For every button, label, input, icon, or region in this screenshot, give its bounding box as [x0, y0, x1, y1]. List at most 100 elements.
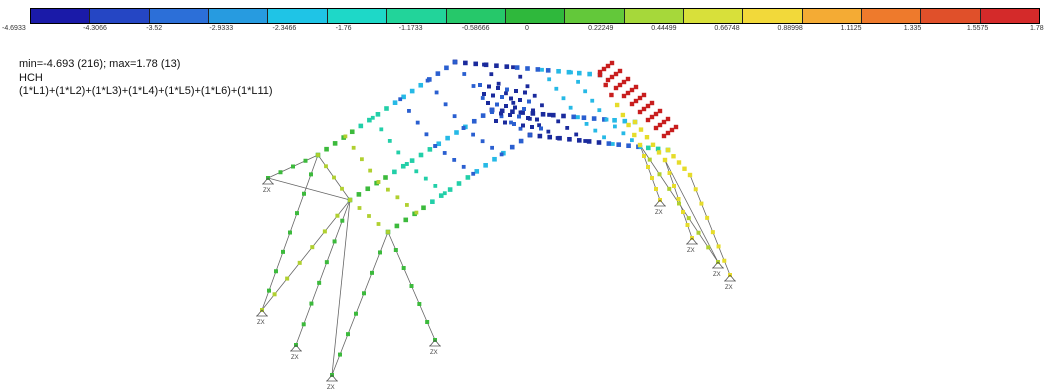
result-node: [716, 244, 721, 249]
result-node: [614, 102, 620, 108]
result-node: [496, 81, 501, 86]
result-node: [584, 122, 589, 126]
result-node: [528, 133, 532, 137]
legend-swatch: [268, 9, 328, 23]
result-node: [285, 276, 290, 281]
result-node: [480, 113, 486, 118]
legend-tick-label: -2.9333: [209, 25, 234, 32]
result-node: [606, 141, 612, 146]
result-node: [625, 76, 631, 82]
support-marker: [712, 261, 724, 269]
color-legend-bar: [30, 8, 1040, 24]
result-node: [661, 119, 667, 125]
result-node: [367, 214, 371, 218]
result-node: [393, 248, 398, 252]
legend-tick-label: 0.22249: [588, 25, 614, 32]
result-node: [332, 175, 336, 180]
legend-tick-label: -4.3066: [83, 25, 107, 32]
result-node: [645, 117, 651, 123]
result-node: [400, 163, 406, 169]
result-node: [492, 156, 497, 162]
result-node: [418, 152, 424, 158]
result-node: [392, 169, 397, 175]
result-node: [633, 84, 639, 90]
legend-tick-label: -1.1733: [398, 25, 423, 32]
result-node: [547, 134, 553, 140]
result-node: [637, 95, 643, 101]
result-node: [665, 116, 671, 122]
result-node: [511, 65, 515, 70]
result-node: [303, 158, 308, 163]
result-node: [574, 132, 579, 137]
result-node: [557, 135, 562, 141]
result-node: [447, 187, 453, 192]
result-node: [621, 93, 627, 99]
result-node: [443, 102, 448, 107]
result-node: [672, 184, 676, 188]
legend-swatch: [149, 9, 210, 23]
support-label: ZX: [687, 248, 695, 254]
result-node: [471, 132, 475, 137]
result-node: [604, 117, 609, 122]
result-node: [317, 280, 322, 285]
result-node: [503, 120, 507, 125]
result-node: [535, 117, 539, 122]
result-node: [657, 172, 662, 177]
result-node: [661, 133, 667, 139]
result-node: [593, 128, 598, 133]
result-node: [376, 180, 381, 184]
result-node: [494, 119, 498, 123]
result-node: [545, 68, 551, 73]
result-node: [499, 111, 503, 116]
result-node: [518, 74, 523, 79]
result-node: [471, 171, 476, 176]
result-node: [445, 135, 450, 141]
result-node: [421, 205, 426, 211]
result-node: [655, 146, 661, 152]
result-node: [434, 90, 439, 95]
legend-tick-label: -2.3466: [272, 25, 297, 32]
result-node: [535, 67, 541, 72]
result-node: [601, 66, 607, 72]
result-node: [505, 87, 509, 92]
result-node: [621, 131, 626, 136]
result-node: [547, 77, 552, 82]
loadcase-text: HCH: [19, 71, 43, 84]
result-node: [309, 172, 313, 177]
legend-tick-label: 1.1125: [840, 25, 862, 32]
result-node: [532, 93, 537, 98]
result-node: [667, 186, 672, 191]
result-node: [461, 126, 466, 130]
result-node: [508, 113, 512, 117]
result-node: [309, 301, 314, 306]
legend-swatch: [802, 9, 863, 23]
result-node: [662, 157, 668, 163]
result-node: [409, 88, 415, 94]
result-node: [576, 138, 582, 143]
result-node: [332, 239, 337, 244]
result-node: [550, 112, 556, 118]
minmax-text: min=-4.693 (216); max=1.78 (13): [19, 58, 181, 70]
result-node: [483, 62, 489, 68]
result-node: [504, 64, 510, 69]
result-node: [622, 118, 628, 124]
result-node: [530, 125, 534, 129]
result-node: [357, 206, 362, 210]
result-node: [539, 126, 543, 131]
result-node: [495, 102, 499, 107]
result-node: [576, 79, 580, 84]
result-node: [576, 70, 582, 76]
result-node: [499, 114, 504, 119]
result-node: [571, 114, 577, 120]
result-node: [490, 145, 494, 150]
result-node: [630, 138, 634, 143]
result-node: [554, 86, 559, 91]
result-node: [644, 135, 650, 140]
result-node: [699, 201, 704, 206]
result-node: [629, 87, 635, 93]
result-node: [403, 217, 409, 223]
support-label: ZX: [725, 285, 733, 291]
result-node: [597, 69, 603, 75]
result-node: [597, 108, 602, 113]
